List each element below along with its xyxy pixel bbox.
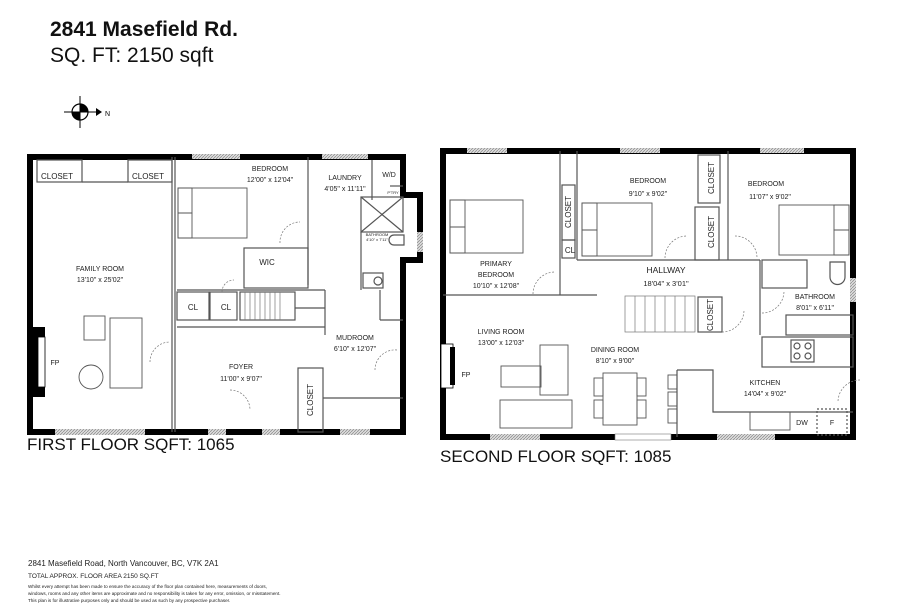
family-room-dim: 13'10" x 25'02" bbox=[77, 277, 124, 284]
ff-closet-1-label: CLOSET bbox=[41, 172, 73, 181]
footer-disclaimer-2: windows, rooms and any other items are a… bbox=[28, 591, 281, 596]
first-floor-plan bbox=[27, 154, 423, 435]
ff-bathroom-label: BATHROOM bbox=[366, 232, 389, 237]
first-floor-labels: CLOSET CLOSET FAMILY ROOM 13'10" x 25'02… bbox=[27, 166, 399, 454]
dishwasher-label: DW bbox=[796, 420, 808, 427]
living-room-label: LIVING ROOM bbox=[478, 329, 525, 336]
footer: 2841 Masefield Road, North Vancouver, BC… bbox=[28, 559, 281, 603]
sf-fireplace-label: FP bbox=[462, 372, 471, 379]
sf-bathroom-dim: 8'01" x 6'11" bbox=[796, 305, 834, 312]
ff-bathroom-dim: 4'10" x 7'11" bbox=[366, 237, 388, 242]
footer-address: 2841 Masefield Road, North Vancouver, BC… bbox=[28, 559, 219, 568]
sf-closet-2-label: CLOSET bbox=[707, 162, 716, 194]
compass-label: N bbox=[105, 111, 110, 118]
hallway-label: HALLWAY bbox=[646, 265, 685, 275]
sf-closet-1-label: CLOSET bbox=[564, 196, 573, 228]
kitchen-label: KITCHEN bbox=[750, 380, 781, 387]
foyer-label: FOYER bbox=[229, 364, 253, 371]
sf-closet-4-label: CLOSET bbox=[706, 299, 715, 331]
sf-bedroom-2-dim: 11'07" x 9'02" bbox=[749, 194, 791, 201]
sf-closet-3-label: CLOSET bbox=[707, 216, 716, 248]
ff-closet-3-label: CLOSET bbox=[306, 384, 315, 416]
sf-cl-label: CL bbox=[565, 246, 576, 255]
laundry-dim: 4'05" x 11'11" bbox=[324, 186, 366, 193]
sf-bedroom-1-label: BEDROOM bbox=[630, 178, 666, 185]
kitchen-dim: 14'04" x 9'02" bbox=[744, 391, 787, 398]
ff-bedroom-label: BEDROOM bbox=[252, 166, 288, 173]
sf-bedroom-2-label: BEDROOM bbox=[748, 181, 784, 188]
family-room-label: FAMILY ROOM bbox=[76, 266, 124, 273]
footer-disclaimer-3: This plan is for illustrative purposes o… bbox=[28, 598, 230, 603]
sf-bedroom-1-dim: 9'10" x 9'02" bbox=[629, 191, 668, 198]
first-floor-caption: FIRST FLOOR SQFT: 1065 bbox=[27, 435, 235, 454]
pantry-label: P'TRY bbox=[387, 190, 399, 195]
washer-dryer-label: W/D bbox=[382, 172, 396, 179]
ff-fireplace-label: FP bbox=[51, 360, 60, 367]
mudroom-dim: 6'10" x 12'07" bbox=[334, 346, 377, 353]
hallway-dim: 18'04" x 3'01" bbox=[643, 279, 689, 288]
mudroom-label: MUDROOM bbox=[336, 335, 374, 342]
ff-closet-2-label: CLOSET bbox=[132, 172, 164, 181]
footer-total-area: TOTAL APPROX. FLOOR AREA 2150 SQ.FT bbox=[28, 573, 159, 580]
second-floor-plan bbox=[440, 148, 861, 441]
dining-room-dim: 8'10" x 9'00" bbox=[596, 358, 635, 365]
wic-label: WIC bbox=[259, 258, 275, 267]
ff-cl-1-label: CL bbox=[188, 303, 199, 312]
primary-bedroom-label-1: PRIMARY bbox=[480, 261, 512, 268]
dining-room-label: DINING ROOM bbox=[591, 347, 639, 354]
primary-bedroom-dim: 10'10" x 12'08" bbox=[473, 283, 520, 290]
ff-cl-2-label: CL bbox=[221, 303, 232, 312]
second-floor-labels: CLOSET BEDROOM 9'10" x 9'02" CLOSET CLOS… bbox=[440, 162, 835, 466]
foyer-dim: 11'00" x 9'07" bbox=[220, 376, 262, 383]
compass-north-icon bbox=[64, 96, 102, 128]
living-room-dim: 13'00" x 12'03" bbox=[478, 340, 525, 347]
fridge-label: F bbox=[830, 420, 834, 427]
second-floor-caption: SECOND FLOOR SQFT: 1085 bbox=[440, 447, 671, 466]
laundry-label: LAUNDRY bbox=[328, 175, 362, 182]
property-sqft: SQ. FT: 2150 sqft bbox=[50, 44, 214, 67]
ff-bedroom-dim: 12'00" x 12'04" bbox=[247, 177, 294, 184]
footer-disclaimer-1: Whilst every attempt has been made to en… bbox=[28, 584, 267, 589]
primary-bedroom-label-2: BEDROOM bbox=[478, 272, 514, 279]
property-title: 2841 Masefield Rd. bbox=[50, 18, 238, 41]
sf-bathroom-label: BATHROOM bbox=[795, 294, 835, 301]
